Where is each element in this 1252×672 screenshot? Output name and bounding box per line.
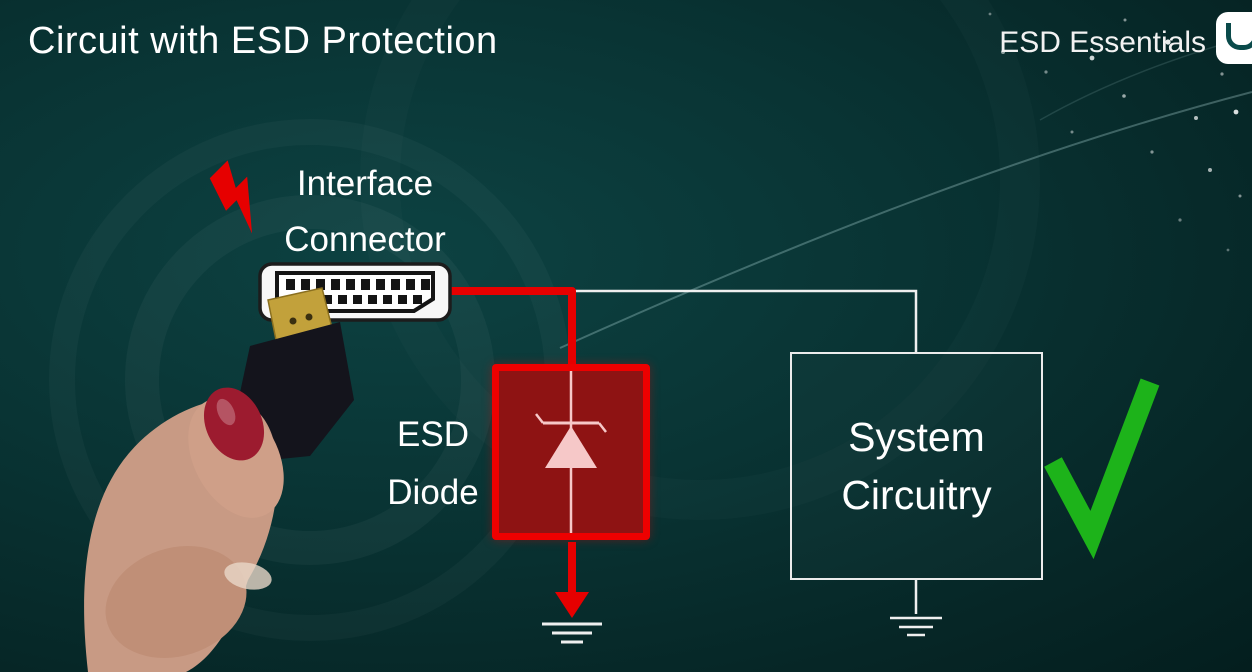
brand-text: ESD Essentials (999, 26, 1206, 59)
diode-label-line1: ESD (397, 415, 469, 454)
ground-icon-system (890, 580, 942, 637)
ground-icon-diode (542, 622, 602, 644)
system-circuitry-box: System Circuitry (790, 352, 1043, 580)
brand-logo-icon (1216, 12, 1252, 64)
connector-label-line1: Interface (296, 164, 434, 203)
zener-diode-icon (535, 371, 607, 533)
diode-ground-arrow (555, 542, 589, 618)
esd-wire (448, 287, 576, 370)
system-wire (572, 289, 918, 354)
connector-label-line2: Connector (284, 220, 446, 259)
system-label-line1: System (848, 414, 985, 460)
esd-diode-box (492, 364, 650, 540)
diode-label-line2: Diode (387, 473, 479, 512)
system-label-line2: Circuitry (841, 472, 992, 518)
hand-holding-cable-photo (84, 287, 354, 672)
background-rings (125, 195, 495, 565)
page-title: Circuit with ESD Protection (28, 20, 498, 62)
interface-connector-label: Interface Connector (238, 156, 492, 268)
check-icon (1044, 378, 1160, 560)
sparkles (988, 12, 1242, 252)
lightning-bolt-icon (209, 160, 253, 234)
diode-triangle (545, 426, 597, 468)
brand-logo-glyph (1226, 22, 1252, 50)
esd-diode-label: ESD Diode (378, 406, 488, 522)
